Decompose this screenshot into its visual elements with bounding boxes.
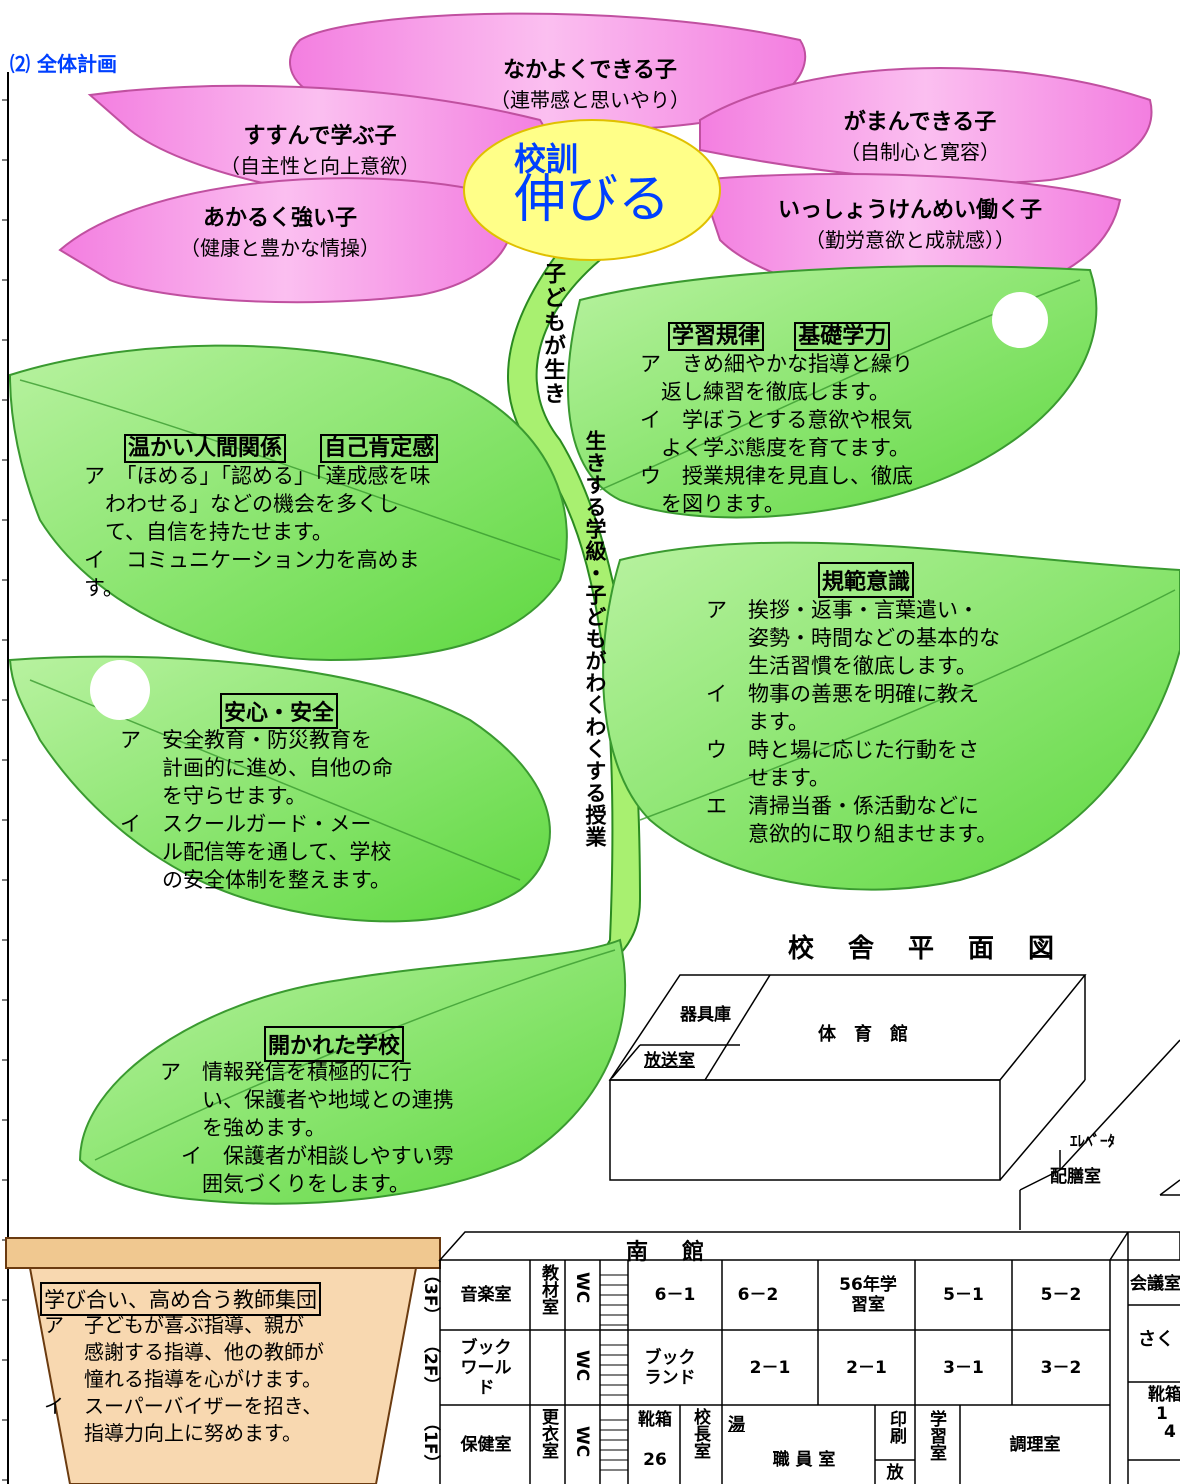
room-broadcast: 放送室 <box>644 1051 695 1071</box>
leaf-kihan-title: 規範意識 <box>818 562 915 598</box>
room-2-1a: 2－1 <box>749 1358 791 1378</box>
room-serving: 配膳室 <box>1050 1167 1101 1187</box>
leaf-title: 温かい人間関係 <box>124 434 287 463</box>
room-tea: 湯 <box>728 1415 745 1435</box>
petal-sub: （健康と豊かな情操） <box>180 236 380 260</box>
room-56-study: 56年学習室 <box>839 1275 897 1315</box>
petal-sub: （自制心と寛容） <box>840 140 1000 164</box>
petal-title: あかるく強い子 <box>202 206 357 231</box>
room-study: 学習室 <box>926 1410 946 1461</box>
petal-title: なかよくできる子 <box>503 58 677 83</box>
leaf-kankei-titles: 温かい人間関係 自己肯定感 <box>124 430 439 463</box>
room-shoe-box-num: 26 <box>643 1450 667 1470</box>
room-principal: 校長室 <box>690 1408 710 1459</box>
leaf-title: 自己肯定感 <box>320 434 439 463</box>
room-2-1b: 2－1 <box>846 1358 887 1378</box>
room-5-2: 5－2 <box>1040 1285 1082 1305</box>
room-equipment: 器具庫 <box>680 1005 731 1025</box>
room-gym: 体 育 館 <box>818 1024 908 1045</box>
motto-label: 校訓 <box>514 140 579 178</box>
leaf-title: 基礎学力 <box>794 322 891 351</box>
floor-2f-label: （2F） <box>420 1336 440 1394</box>
petal-title: がまんできる子 <box>843 110 997 135</box>
floor-3f-label: （3F） <box>420 1266 440 1324</box>
room-3-2: 3－2 <box>1040 1358 1082 1378</box>
room-changing: 更衣室 <box>538 1408 558 1459</box>
petal-akaruku: あかるく強い子 （健康と豊かな情操） <box>130 200 430 261</box>
leaf-hirakareta-title: 開かれた学校 <box>264 1026 405 1062</box>
petal-susunde: すすんで学ぶ子 （自主性と向上意欲） <box>170 118 470 179</box>
room-wc-1f: WC <box>572 1426 592 1458</box>
south-building-label: 南 館 <box>626 1240 711 1265</box>
room-right-num1: 1 <box>1156 1404 1168 1424</box>
leaf-anzen-title: 安心・安全 <box>220 693 339 729</box>
room-5-1: 5－1 <box>943 1285 984 1305</box>
room-printing-sub: 放 <box>886 1463 904 1483</box>
pot-title: 学び合い、高め合う教師集団 <box>40 1282 321 1316</box>
pot-text: ア 子どもが喜ぶ指導、親が 感謝する指導、他の教師が 憧れる指導を心がけます。 … <box>44 1313 324 1445</box>
petal-sub: （勤労意欲と成就感）） <box>805 228 1015 252</box>
room-cooking: 調理室 <box>1009 1435 1061 1455</box>
room-6-1: 6－1 <box>654 1285 696 1305</box>
room-music: 音楽室 <box>460 1285 512 1305</box>
room-right-num2: 4 <box>1164 1422 1176 1442</box>
room-bookworld: ブックワールド <box>460 1338 512 1398</box>
room-elevator: ｴﾚﾍﾞｰﾀ <box>1070 1132 1116 1150</box>
petal-gaman: がまんできる子 （自制心と寛容） <box>790 104 1050 165</box>
petal-sub: （自主性と向上意欲） <box>220 154 420 178</box>
room-health: 保健室 <box>460 1435 512 1455</box>
section-title: ⑵ 全体計画 <box>10 52 117 76</box>
room-saku: さく <box>1138 1329 1174 1350</box>
room-materials: 教材室 <box>538 1264 558 1315</box>
leaf-anzen-text: ア 安全教育・防災教育を 計画的に進め、自他の命 を守らせます。 イ スクールガ… <box>120 728 393 892</box>
petal-nakayoku: なかよくできる子 （連帯感と思いやり） <box>420 52 760 113</box>
room-wc-3f: WC <box>572 1272 592 1304</box>
leaf-title: 学習規律 <box>668 322 765 351</box>
motto-value: 伸びる <box>514 170 671 230</box>
room-shoe-box-right: 靴箱 <box>1148 1385 1180 1405</box>
leaf-gakushu-titles: 学習規律 基礎学力 <box>668 318 891 351</box>
petal-sub: （連帯感と思いやり） <box>490 88 690 112</box>
petal-title: すすんで学ぶ子 <box>243 124 397 149</box>
petal-title: いっしょうけんめい働く子 <box>777 198 1042 223</box>
floorplan-title: 校 舎 平 面 図 <box>788 934 1059 964</box>
petal-isshoukenmei: いっしょうけんめい働く子 （勤労意欲と成就感）） <box>730 192 1090 253</box>
room-wc-2f: WC <box>572 1350 592 1382</box>
leaf-kihan-text: ア 挨拶・返事・言葉遣い・ 姿勢・時間などの基本的な 生活習慣を徹底します。 イ… <box>706 598 1000 846</box>
room-bookland: ブックランド <box>644 1348 696 1388</box>
room-3-1: 3－1 <box>943 1358 984 1378</box>
room-6-2: 6－2 <box>737 1285 779 1305</box>
room-printing: 印刷 <box>886 1410 906 1444</box>
room-staff: 職 員 室 <box>772 1450 836 1470</box>
stem-text-lower: 生きする学級・子どもがわくわくする授業 <box>583 430 607 848</box>
room-meeting: 会議室 <box>1130 1274 1180 1294</box>
floor-1f-label: （1F） <box>420 1414 440 1472</box>
room-shoe-box: 靴箱 <box>638 1410 672 1430</box>
leaf-gakushu-text: ア きめ細やかな指導と繰り 返し練習を徹底します。 イ 学ぼうとする意欲や根気 … <box>640 352 913 516</box>
leaf-kankei-text: ア 「ほめる」「認める」「達成感を味 わわせる」などの機会を多くし て、自信を持… <box>84 464 431 600</box>
stem-text-upper: 子どもが生き <box>540 262 565 406</box>
leaf-hirakareta-text: ア 情報発信を積極的に行 い、保護者や地域との連携 を強めます。 イ 保護者が相… <box>160 1060 454 1196</box>
